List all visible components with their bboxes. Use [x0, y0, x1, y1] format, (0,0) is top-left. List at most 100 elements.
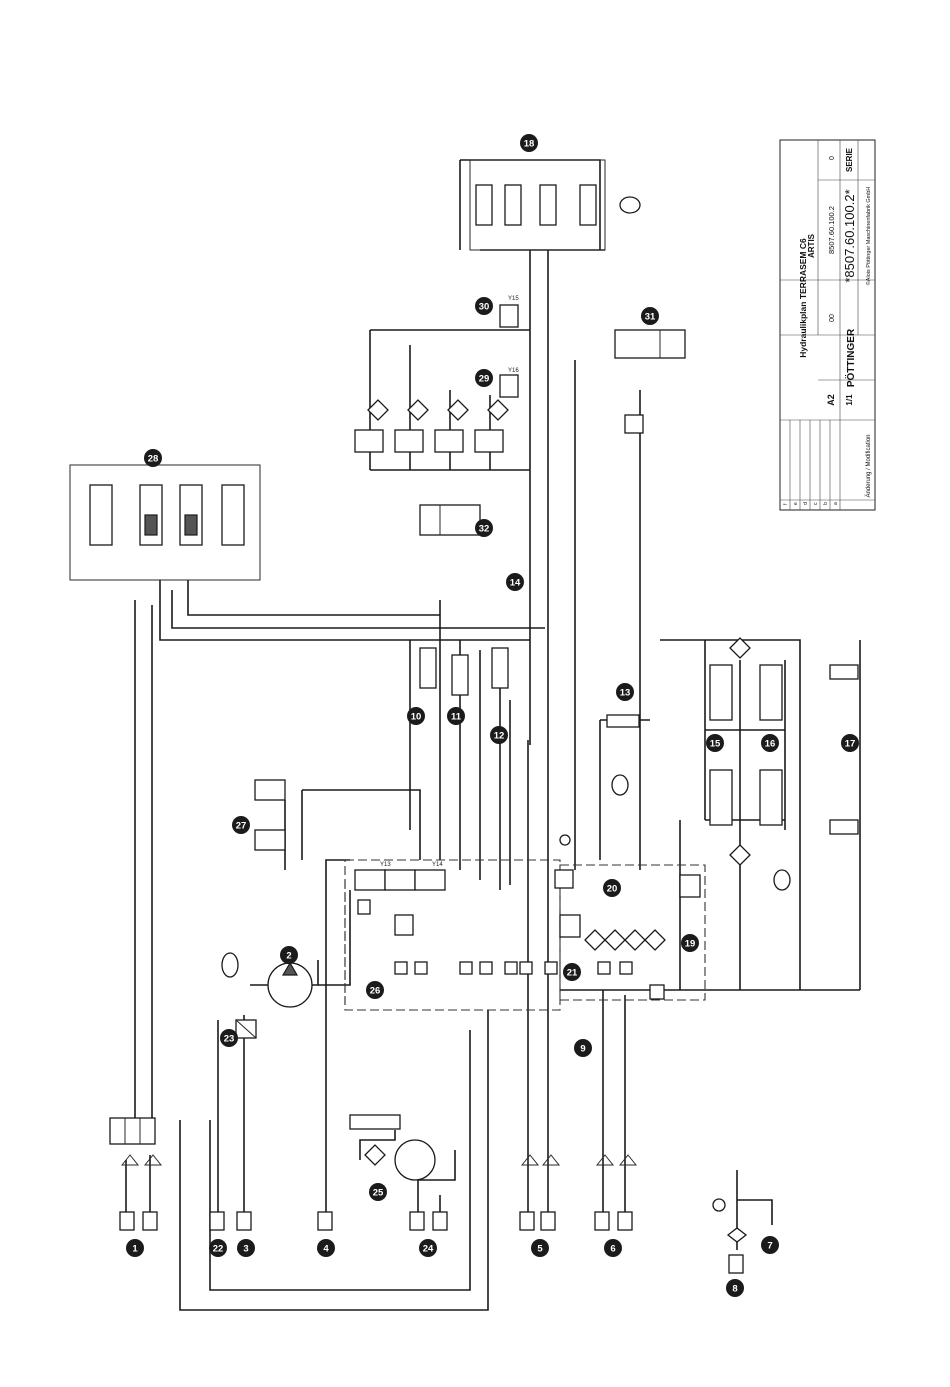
badge-29: 29 [475, 369, 493, 387]
svg-text:15: 15 [710, 739, 721, 750]
svg-text:29: 29 [479, 374, 490, 385]
svg-text:17: 17 [845, 739, 856, 750]
cylinders-29-30 [355, 305, 518, 452]
badge-26: 26 [366, 981, 384, 999]
drawing-subtitle: ARTIS [807, 233, 816, 258]
svg-text:19: 19 [685, 939, 696, 950]
svg-text:16: 16 [765, 739, 776, 750]
badge-27: 27 [232, 816, 250, 834]
cylinders-10-12 [420, 648, 508, 695]
badge-6: 6 [604, 1239, 622, 1257]
svg-text:22: 22 [213, 1244, 224, 1255]
svg-text:5: 5 [537, 1244, 543, 1255]
cylinders-28 [90, 485, 244, 545]
svg-text:23: 23 [224, 1034, 235, 1045]
cylinders-18 [470, 160, 640, 250]
directional-valve-left [110, 1118, 155, 1144]
valve-label-y15: Y15 [508, 296, 519, 302]
badge-13: 13 [616, 683, 634, 701]
badge-8: 8 [726, 1279, 744, 1297]
copyright: ©Alois Pöttinger Maschinenfabrik GmbH [865, 187, 872, 286]
badge-31: 31 [641, 307, 659, 325]
svg-text:12: 12 [494, 731, 505, 742]
badge-18: 18 [520, 134, 538, 152]
svg-text:3: 3 [243, 1244, 248, 1255]
badge-5: 5 [531, 1239, 549, 1257]
svg-text:32: 32 [479, 524, 490, 535]
badge-28: 28 [144, 449, 162, 467]
svg-text:21: 21 [567, 968, 578, 979]
svg-text:27: 27 [236, 821, 247, 832]
badge-9: 9 [574, 1039, 592, 1057]
rev-row-a: a [833, 502, 839, 505]
rev-row-e: e [793, 502, 799, 505]
title-block: Hydraulikplan TERRASEM C6 ARTIS 8507.60.… [780, 140, 875, 510]
series: SERIE [845, 147, 854, 172]
svg-text:11: 11 [451, 712, 462, 723]
badge-32: 32 [475, 519, 493, 537]
svg-text:10: 10 [411, 712, 422, 723]
badge-15: 15 [706, 734, 724, 752]
badge-25: 25 [369, 1183, 387, 1201]
badge-3: 3 [237, 1239, 255, 1257]
badge-2: 2 [280, 946, 298, 964]
badge-4: 4 [317, 1239, 335, 1257]
rev-row-b: b [823, 502, 829, 505]
component-badges: 1 2 3 4 5 6 7 8 9 10 11 12 13 14 15 16 1… [126, 134, 859, 1297]
svg-text:9: 9 [580, 1044, 585, 1055]
cylinder-32 [420, 505, 480, 535]
badge-10: 10 [407, 707, 425, 725]
svg-text:13: 13 [620, 688, 631, 699]
badge-17: 17 [841, 734, 859, 752]
cylinder-31 [615, 330, 685, 358]
badge-14: 14 [506, 573, 524, 591]
svg-text:6: 6 [610, 1244, 615, 1255]
doc-number: 8507.60.100.2 [827, 206, 836, 254]
valve-label-y14: Y14 [432, 862, 443, 868]
svg-text:18: 18 [524, 139, 535, 150]
valve-label-y16: Y16 [508, 368, 519, 374]
svg-text:14: 14 [510, 578, 521, 589]
badge-23: 23 [220, 1029, 238, 1047]
svg-text:25: 25 [373, 1188, 384, 1199]
cylinder-13 [607, 715, 639, 727]
svg-text:30: 30 [479, 302, 490, 313]
badge-21: 21 [563, 963, 581, 981]
rev-row-d: d [803, 502, 809, 505]
change-label: Änderung / Modification [865, 434, 872, 497]
company-logo: PÖTTINGER [844, 328, 857, 387]
svg-text:20: 20 [607, 884, 618, 895]
svg-text:7: 7 [767, 1241, 772, 1252]
badge-16: 16 [761, 734, 779, 752]
badge-11: 11 [447, 707, 465, 725]
doc-number-large: *8507.60.100.2* [842, 189, 857, 282]
svg-text:8: 8 [732, 1284, 737, 1295]
valve-block-26 [355, 870, 557, 974]
badge-1: 1 [126, 1239, 144, 1257]
valve-block-19 [555, 870, 700, 974]
index: 0 [829, 156, 836, 160]
hydraulic-lines [70, 160, 860, 1310]
badge-20: 20 [603, 879, 621, 897]
svg-text:28: 28 [148, 454, 159, 465]
sheet: 1/1 [845, 394, 854, 406]
badge-30: 30 [475, 297, 493, 315]
badge-12: 12 [490, 726, 508, 744]
valve-tags: Y15 Y16 Y13 Y14 [380, 296, 519, 868]
component-symbols [90, 160, 858, 1273]
svg-text:4: 4 [323, 1244, 329, 1255]
svg-text:1: 1 [132, 1244, 138, 1255]
badge-22: 22 [209, 1239, 227, 1257]
badge-19: 19 [681, 934, 699, 952]
svg-text:2: 2 [286, 951, 291, 962]
motor-icon [395, 1140, 435, 1180]
svg-text:26: 26 [370, 986, 381, 997]
format: A2 [826, 394, 836, 406]
badge-24: 24 [419, 1239, 437, 1257]
svg-text:31: 31 [645, 312, 656, 323]
valve-label-y13: Y13 [380, 862, 391, 868]
svg-text:24: 24 [423, 1244, 434, 1255]
badge-7: 7 [761, 1236, 779, 1254]
version: 00 [829, 314, 836, 322]
